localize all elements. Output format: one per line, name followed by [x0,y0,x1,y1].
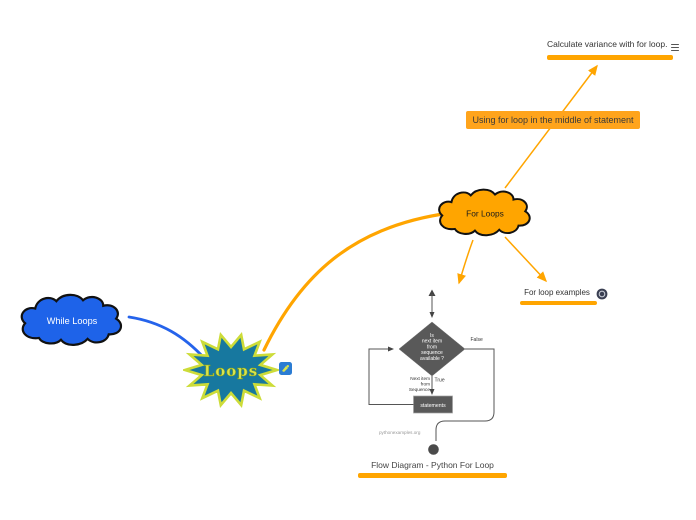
flow-start-arrow [428,289,436,296]
node-for-loops-cloud[interactable]: For Loops [434,187,536,239]
flow-diagram-image[interactable]: Is next item from sequence available ? F… [360,288,512,460]
diamond-line-1: Is [430,333,434,339]
diamond-line-2: next item [422,339,442,345]
true-label: True [435,378,445,384]
flow-watermark: pythonexamples.org [379,430,421,435]
node-loops-label: Loops [204,362,259,380]
statements-label: statements [420,403,446,409]
action-line-3: Sequence [409,387,431,392]
cloud-shape [438,188,531,237]
cloud-shape [20,293,123,346]
action-line-2: from [421,381,430,386]
media-badge-icon[interactable] [596,288,608,300]
node-calc-variance-underline [547,55,673,60]
node-flow-diagram-underline [358,473,507,478]
node-calc-variance-label[interactable]: Calculate variance with for loop. [547,39,668,49]
connector-forloops-examples [504,236,548,283]
connector-forloops-flowdiagram [457,239,474,285]
action-line-1: Next item [410,376,430,381]
node-flow-diagram-caption[interactable]: Flow Diagram - Python For Loop [371,460,494,470]
node-for-loop-examples-underline [520,301,597,305]
node-using-for-loop[interactable]: Using for loop in the middle of statemen… [466,111,640,129]
flow-false-path [435,348,495,441]
notes-icon-glyph [282,365,289,372]
node-while-loops-label: While Loops [47,316,98,326]
diamond-line-5: available ? [420,356,444,362]
diamond-line-4: sequence [421,350,443,356]
hamburger-icon[interactable] [671,44,679,51]
node-for-loops-label: For Loops [466,208,504,218]
starburst-shape [183,332,279,408]
node-for-loop-examples-label[interactable]: For loop examples [524,288,590,297]
flow-end-circle [428,444,439,455]
flow-loopback-path [368,346,414,405]
false-label: False [471,337,483,343]
diamond-line-3: from [427,344,437,350]
notes-icon[interactable] [279,362,292,375]
node-while-loops-cloud[interactable]: While Loops [13,292,131,349]
node-loops-starburst[interactable]: Loops [183,332,279,408]
